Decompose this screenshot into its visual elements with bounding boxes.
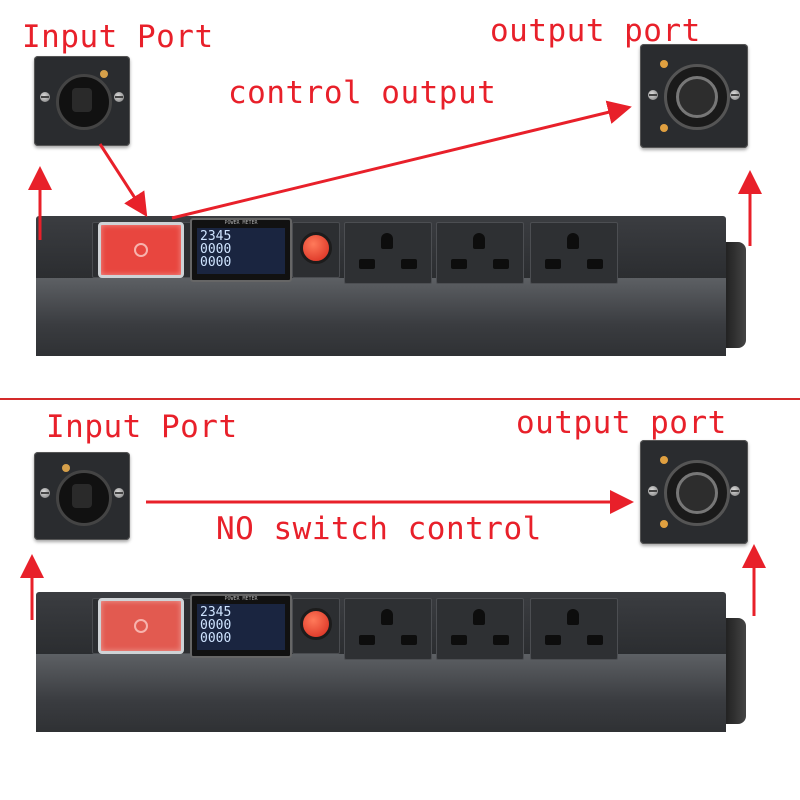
bottom-power-strip: POWER METER 2345 0000 0000 xyxy=(36,592,746,732)
reset-button xyxy=(300,608,332,640)
top-output-port-label: output port xyxy=(490,13,701,49)
power-indicator-icon xyxy=(134,243,148,257)
bottom-input-port-connector xyxy=(34,452,130,540)
top-power-switch xyxy=(98,222,184,278)
bottom-power-switch xyxy=(98,598,184,654)
meter-reading-voltage: 2345 xyxy=(200,605,232,620)
bottom-no-switch-control-label: NO switch control xyxy=(216,511,542,547)
bottom-output-port-connector xyxy=(640,440,748,544)
screw-icon xyxy=(114,92,124,102)
screw-icon xyxy=(730,90,740,100)
universal-socket xyxy=(530,222,618,284)
screw-icon xyxy=(114,488,124,498)
screw-icon xyxy=(648,486,658,496)
meter-reading-voltage: 2345 xyxy=(200,229,232,244)
screw-icon xyxy=(40,92,50,102)
meter-reading-power: 0000 xyxy=(200,255,232,270)
top-input-port-connector xyxy=(34,56,130,146)
output-endcap xyxy=(726,618,746,724)
output-endcap xyxy=(726,242,746,348)
bottom-power-meter: POWER METER 2345 0000 0000 xyxy=(190,594,292,658)
arrow-switch-to-output xyxy=(171,100,632,220)
section-divider xyxy=(0,398,800,400)
power-indicator-icon xyxy=(134,619,148,633)
screw-icon xyxy=(730,486,740,496)
reset-button xyxy=(300,232,332,264)
screw-icon xyxy=(40,488,50,498)
meter-reading-current: 0000 xyxy=(200,242,232,257)
top-input-port-label: Input Port xyxy=(22,19,214,55)
top-power-strip: POWER METER 2345 0000 0000 xyxy=(36,216,746,356)
arrow-input-to-switch xyxy=(98,143,148,218)
universal-socket xyxy=(530,598,618,660)
top-output-port-connector xyxy=(640,44,748,148)
meter-reading-power: 0000 xyxy=(200,631,232,646)
universal-socket xyxy=(436,598,524,660)
bottom-input-port-label: Input Port xyxy=(46,409,238,445)
meter-reading-current: 0000 xyxy=(200,618,232,633)
universal-socket xyxy=(344,598,432,660)
universal-socket xyxy=(344,222,432,284)
universal-socket xyxy=(436,222,524,284)
top-power-meter: POWER METER 2345 0000 0000 xyxy=(190,218,292,282)
bottom-output-port-label: output port xyxy=(516,405,727,441)
screw-icon xyxy=(648,90,658,100)
top-control-output-label: control output xyxy=(228,75,497,111)
